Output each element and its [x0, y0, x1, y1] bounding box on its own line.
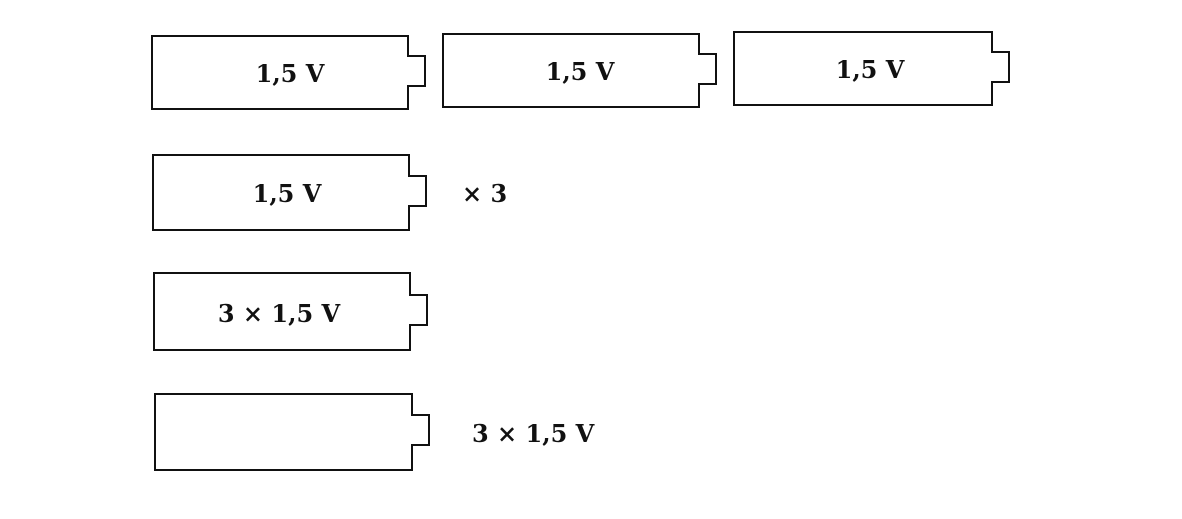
battery-row-3: 3 × 1,5 V: [153, 272, 428, 351]
cell-voltage-label: 1,5 V: [836, 55, 905, 84]
battery-row-1: 1,5 V 1,5 V 1,5 V: [151, 31, 1010, 110]
battery-outline: [154, 393, 430, 471]
battery-cell-1c: 1,5 V: [733, 31, 1010, 106]
cell-voltage-label: 1,5 V: [256, 59, 325, 88]
battery-outline: [153, 272, 428, 351]
battery-outline: [152, 154, 427, 231]
battery-row-2: 1,5 V × 3: [152, 154, 507, 231]
cell-voltage-label: 1,5 V: [253, 179, 322, 208]
multiplier-label: × 3: [462, 179, 507, 208]
cell-voltage-label: 3 × 1,5 V: [218, 299, 341, 328]
battery-cell-2: 1,5 V: [152, 154, 427, 231]
battery-outline: [151, 35, 426, 110]
battery-cell-4: [154, 393, 430, 471]
battery-outline: [733, 31, 1010, 106]
side-voltage-label: 3 × 1,5 V: [472, 419, 595, 448]
battery-cell-1b: 1,5 V: [442, 33, 717, 108]
battery-outline: [442, 33, 717, 108]
battery-cell-3: 3 × 1,5 V: [153, 272, 428, 351]
cell-voltage-label: 1,5 V: [546, 57, 615, 86]
battery-row-4: 3 × 1,5 V: [154, 393, 595, 471]
battery-cell-1a: 1,5 V: [151, 35, 426, 110]
